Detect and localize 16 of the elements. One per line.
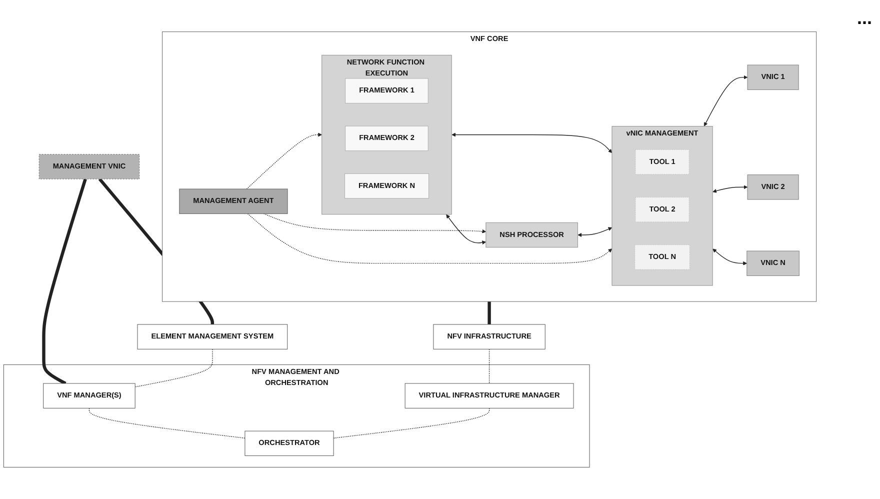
connector [42,178,87,385]
ellipsis-text: ... [856,8,872,29]
arrow [246,132,322,190]
connector [88,408,246,438]
arrow [712,185,748,193]
arrow [263,213,486,234]
connector [333,408,490,438]
arrow [247,213,612,264]
arrow [452,132,612,154]
arrow [446,214,486,244]
connector [134,348,213,388]
arrow [704,75,748,126]
arrow [578,227,612,237]
arrow [712,248,748,266]
connector [488,302,491,324]
connector [488,348,490,384]
